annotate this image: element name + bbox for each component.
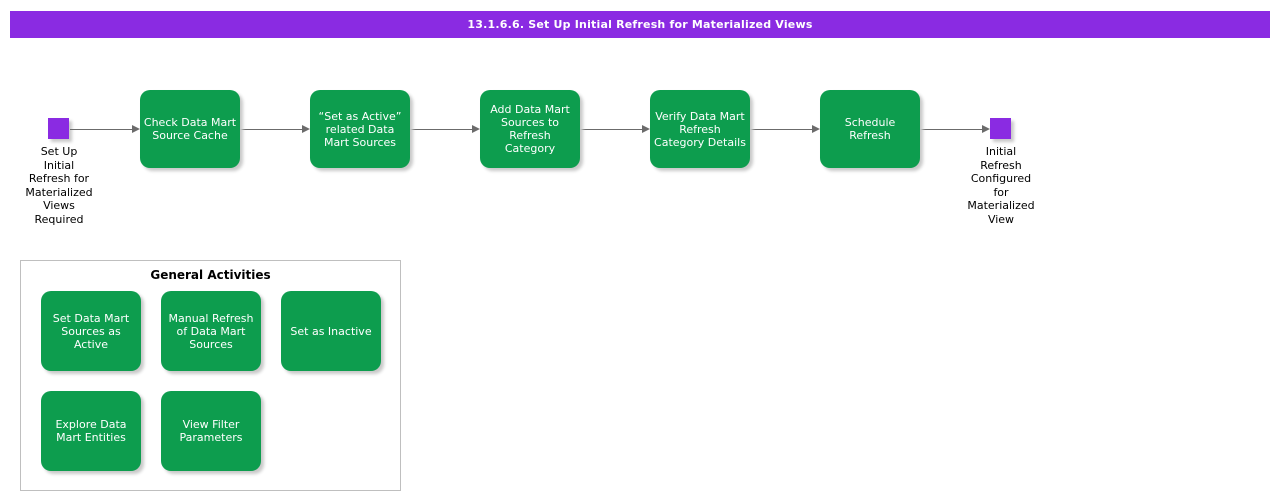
general-activities-title: General Activities	[150, 268, 271, 282]
arrow-shaft	[70, 129, 134, 130]
flow-step-label: Schedule Refresh	[844, 116, 896, 142]
flow-arrow	[70, 125, 140, 134]
flow-start-label: Set Up Initial Refresh for Materialized …	[25, 145, 93, 226]
flow-arrow	[410, 125, 480, 134]
flow-start-node	[48, 118, 69, 139]
activity-label: Explore Data Mart Entities	[55, 418, 127, 444]
arrow-head-icon	[982, 125, 990, 133]
arrow-shaft	[580, 129, 644, 130]
activity-label: View Filter Parameters	[179, 418, 243, 444]
title-bar: 13.1.6.6. Set Up Initial Refresh for Mat…	[10, 11, 1270, 38]
flow-end-label: Initial Refresh Configured for Materiali…	[967, 145, 1035, 226]
activity-set-data-mart-sources-as-active[interactable]: Set Data Mart Sources as Active	[41, 291, 141, 371]
activity-manual-refresh-of-data-mart-sources[interactable]: Manual Refresh of Data Mart Sources	[161, 291, 261, 371]
flow-arrow	[920, 125, 990, 134]
flow-step-label: “Set as Active” related Data Mart Source…	[318, 109, 402, 149]
arrow-head-icon	[472, 125, 480, 133]
activity-set-as-inactive[interactable]: Set as Inactive	[281, 291, 381, 371]
flow-step-label: Check Data Mart Source Cache	[143, 116, 237, 142]
flow-step-label: Verify Data Mart Refresh Category Detail…	[654, 109, 746, 149]
flow-arrow	[240, 125, 310, 134]
arrow-head-icon	[812, 125, 820, 133]
arrow-head-icon	[302, 125, 310, 133]
arrow-head-icon	[642, 125, 650, 133]
flow-arrow	[750, 125, 820, 134]
activity-label: Set Data Mart Sources as Active	[52, 311, 130, 351]
flow-arrow	[580, 125, 650, 134]
arrow-shaft	[920, 129, 984, 130]
arrow-shaft	[750, 129, 814, 130]
flow-step-verify-data-mart-refresh-category-details[interactable]: Verify Data Mart Refresh Category Detail…	[650, 90, 750, 168]
activity-label: Manual Refresh of Data Mart Sources	[168, 311, 254, 351]
flow-step-set-as-active-related-data-mart-sources[interactable]: “Set as Active” related Data Mart Source…	[310, 90, 410, 168]
flow-step-label: Add Data Mart Sources to Refresh Categor…	[490, 103, 570, 155]
page-title: 13.1.6.6. Set Up Initial Refresh for Mat…	[467, 18, 813, 31]
flow-step-schedule-refresh[interactable]: Schedule Refresh	[820, 90, 920, 168]
arrow-head-icon	[132, 125, 140, 133]
activity-label: Set as Inactive	[290, 324, 372, 338]
general-activities-panel: General Activities Set Data Mart Sources…	[20, 260, 401, 491]
flow-end-node	[990, 118, 1011, 139]
flow-step-add-data-mart-sources-to-refresh-category[interactable]: Add Data Mart Sources to Refresh Categor…	[480, 90, 580, 168]
arrow-shaft	[410, 129, 474, 130]
activity-explore-data-mart-entities[interactable]: Explore Data Mart Entities	[41, 391, 141, 471]
arrow-shaft	[240, 129, 304, 130]
activity-view-filter-parameters[interactable]: View Filter Parameters	[161, 391, 261, 471]
flow-step-check-data-mart-source-cache[interactable]: Check Data Mart Source Cache	[140, 90, 240, 168]
